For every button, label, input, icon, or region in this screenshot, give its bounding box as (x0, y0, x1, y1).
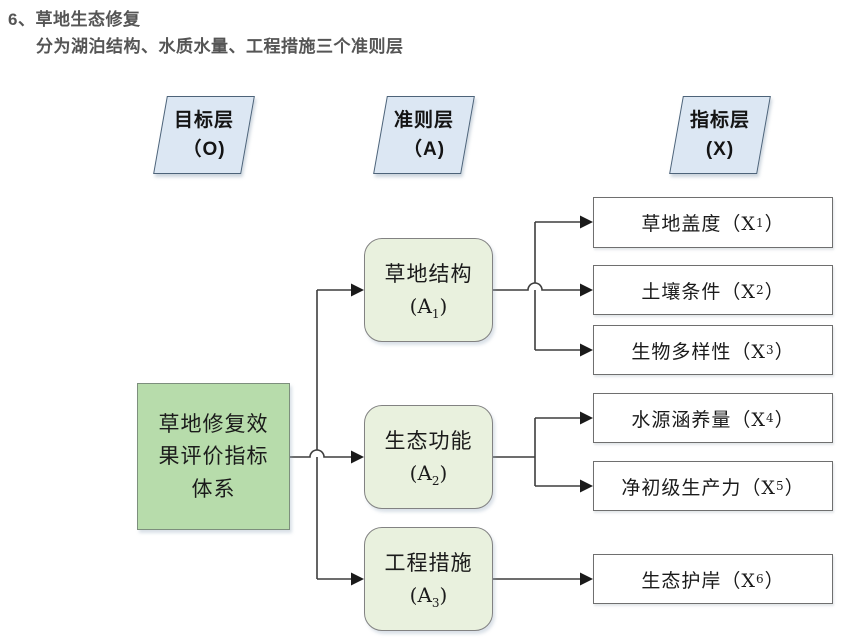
connector-goal-a2 (290, 449, 352, 458)
code-post: ) (439, 582, 448, 607)
criteria-name: 生态功能 (384, 429, 473, 454)
code-post: ) (439, 460, 448, 485)
arrowhead-a3 (351, 572, 364, 586)
page-subtitle: 分为湖泊结构、水质水量、工程措施三个准则层 (36, 37, 404, 56)
layer-code: (X) (705, 139, 735, 160)
layer-header-indicator: 指标层 (X) (676, 96, 764, 174)
layer-code: （O) (182, 139, 226, 160)
code-post: ) (439, 293, 448, 318)
layer-code: （A) (402, 139, 446, 160)
layer-header-goal: 目标层 （O) (160, 96, 248, 174)
code-pre: (A (409, 293, 432, 318)
arrowhead-a2 (351, 450, 364, 464)
criteria-code: (A2) (410, 458, 448, 488)
layer-header-indicator-text: 指标层 (X) (676, 96, 764, 174)
layer-header-goal-text: 目标层 （O) (160, 96, 248, 174)
indicator-name: 土壤条件（X (641, 280, 756, 303)
node-criteria-a1: 草地结构 (A1) (364, 238, 493, 342)
arrowhead-a1 (351, 283, 364, 297)
arrowhead-x6 (580, 572, 593, 586)
layer-name: 指标层 (689, 109, 750, 131)
indicator-close: ） (774, 340, 795, 363)
arrowhead-x5 (580, 479, 593, 493)
node-criteria-a2: 生态功能 (A2) (364, 405, 493, 509)
goal-line-1: 草地修复效 (158, 411, 269, 436)
criteria-name: 草地结构 (384, 262, 473, 287)
indicator-name: 水源涵养量（X (631, 408, 766, 431)
indicator-close: ） (764, 213, 785, 235)
layer-name: 目标层 (173, 109, 234, 131)
layer-header-criteria: 准则层 （A) (380, 96, 468, 174)
node-goal: 草地修复效 果评价指标 体系 (137, 383, 290, 530)
indicator-close: ） (774, 408, 795, 431)
layer-name: 准则层 (393, 109, 454, 131)
indicator-name: 生态护岸（X (641, 569, 756, 592)
indicator-name: 草地盖度（X (641, 213, 756, 235)
arrowhead-x3 (580, 343, 593, 357)
criteria-name: 工程措施 (384, 551, 473, 576)
node-criteria-a3: 工程措施 (A3) (364, 527, 493, 631)
code-sub: 2 (431, 473, 440, 488)
indicator-close: ） (784, 476, 805, 499)
connector-a1-x2 (493, 282, 581, 291)
page-title: 6、草地生态修复 (8, 10, 141, 29)
layer-header-criteria-text: 准则层 （A) (380, 96, 468, 174)
criteria-code: (A3) (410, 580, 448, 610)
code-sub: 3 (431, 595, 440, 610)
arrowhead-x1 (580, 215, 593, 229)
indicator-name: 净初级生产力（X (621, 476, 776, 499)
criteria-code: (A1) (410, 291, 448, 321)
indicator-name: 生物多样性（X (631, 340, 766, 363)
goal-line-3: 体系 (191, 476, 236, 501)
code-pre: (A (409, 460, 432, 485)
code-sub: 1 (431, 306, 440, 321)
indicator-close: ） (764, 280, 785, 303)
arrowhead-x2 (580, 283, 593, 297)
code-pre: (A (409, 582, 432, 607)
arrowhead-x4 (580, 411, 593, 425)
goal-line-2: 果评价指标 (158, 444, 269, 469)
indicator-close: ） (764, 569, 785, 592)
